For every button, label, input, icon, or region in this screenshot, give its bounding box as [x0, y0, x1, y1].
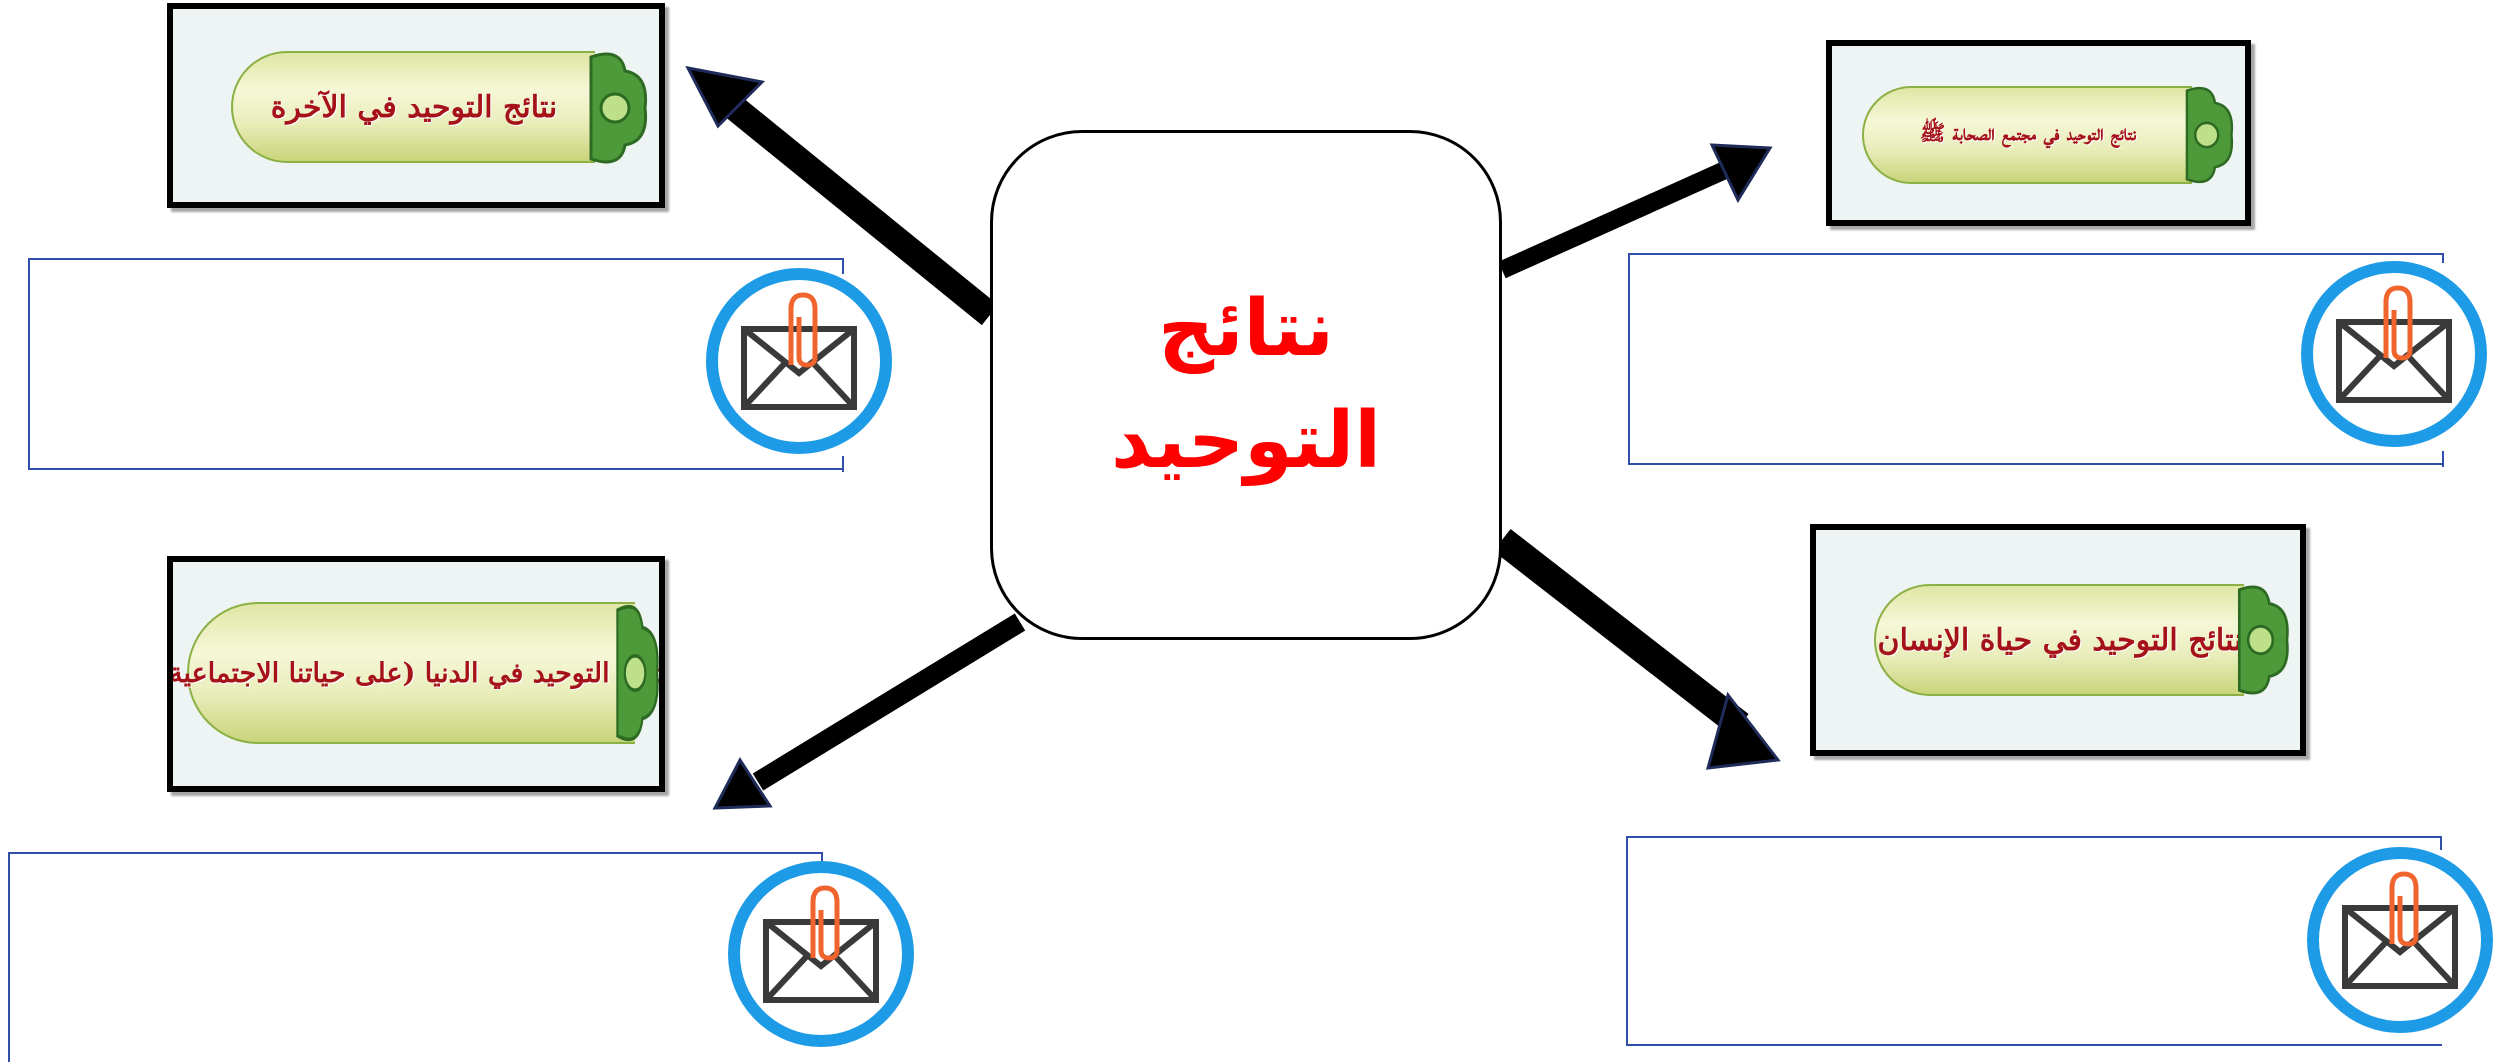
arrow-bottom-right: [1493, 528, 1781, 770]
green-ornament-icon: [589, 52, 648, 164]
answer-box-social-life[interactable]: [8, 852, 823, 1062]
mail-attachment-icon[interactable]: [703, 265, 895, 457]
center-title-line2: التوحيد: [1111, 396, 1381, 486]
banner-ribbon: نتائج التوحيد في مجتمع الصحابة ﷺ: [1862, 86, 2192, 184]
banner-title-companions: نتائج التوحيد في مجتمع الصحابة ﷺ: [1919, 119, 2137, 145]
banner-title-human-life: نتائج التوحيد في حياة الإنسان: [1877, 622, 2243, 658]
arrow-bottom-left: [712, 613, 1026, 810]
banner-social-life: نتائج التوحيد في الدنيا (على حياتنا الاج…: [167, 556, 665, 792]
arrow-top-left: [685, 65, 999, 326]
banner-ribbon: نتائج التوحيد في حياة الإنسان: [1874, 584, 2244, 696]
banner-hereafter: نتائج التوحيد في الآخرة: [167, 3, 665, 208]
green-ornament-icon: [616, 604, 659, 742]
green-ornament-icon: [2185, 86, 2234, 184]
banner-ribbon: نتائج التوحيد في الدنيا (على حياتنا الاج…: [173, 602, 659, 744]
mail-attachment-icon[interactable]: [2298, 258, 2490, 450]
banner-human-life: نتائج التوحيد في حياة الإنسان: [1810, 524, 2306, 756]
banner-title-hereafter: نتائج التوحيد في الآخرة: [270, 89, 558, 125]
banner-ribbon: نتائج التوحيد في الآخرة: [231, 51, 595, 163]
answer-box-human-life[interactable]: [1626, 836, 2442, 1046]
mail-attachment-icon[interactable]: [2304, 844, 2496, 1036]
center-title-line1: نتائج: [1158, 284, 1334, 374]
center-topic-box: نتائج التوحيد: [990, 130, 1502, 640]
arrow-top-right: [1498, 143, 1773, 279]
mail-attachment-icon[interactable]: [725, 858, 917, 1050]
green-ornament-icon: [2237, 585, 2289, 695]
banner-title-social-life: نتائج التوحيد في الدنيا (على حياتنا الاج…: [167, 657, 665, 689]
banner-companions: نتائج التوحيد في مجتمع الصحابة ﷺ: [1826, 40, 2251, 226]
